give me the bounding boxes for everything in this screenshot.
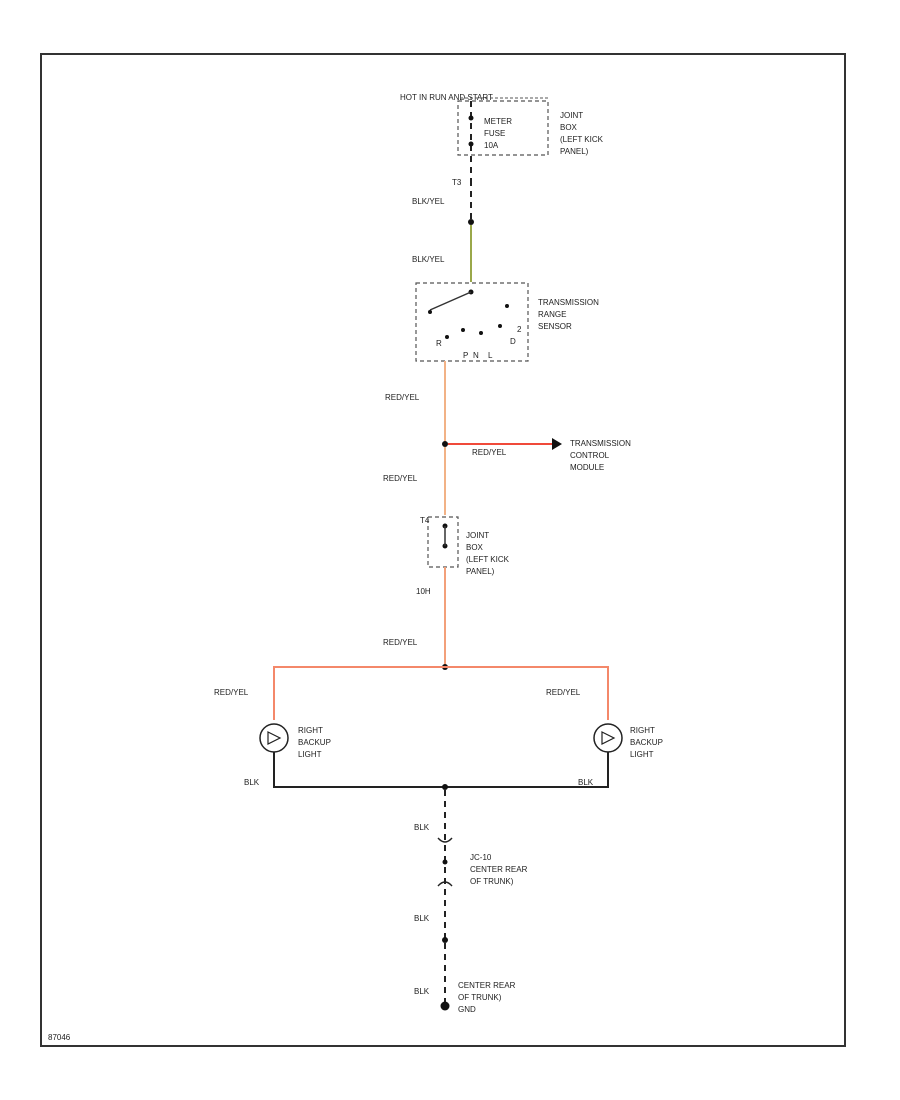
connector-node	[442, 937, 448, 943]
meter-fuse-box	[457, 100, 549, 156]
meter-fuse-label: FUSE	[484, 129, 505, 138]
pin-label-t4: T4	[420, 516, 430, 525]
backup-lamp-icon	[593, 723, 623, 753]
meter-fuse-label: 10A	[484, 141, 499, 150]
transmission-range-sensor-label: SENSOR	[538, 322, 572, 331]
transmission-range-sensor-label: TRANSMISSION	[538, 298, 599, 307]
joint-terminal	[442, 859, 448, 865]
transmission-control-module-label: MODULE	[570, 463, 604, 472]
sensor-position-label: L	[488, 351, 493, 360]
wire-color-label: BLK	[414, 914, 430, 923]
connector-icon	[437, 837, 453, 843]
transmission-control-module-label: TRANSMISSION	[570, 439, 631, 448]
figure-id: 87046	[48, 1033, 71, 1042]
fuse-terminal	[468, 141, 474, 147]
pin-label-10h: 10H	[416, 587, 431, 596]
ground-label: OF TRUNK)	[458, 993, 502, 1002]
joint-box-label: JOINT	[466, 531, 489, 540]
backup-light-label: BACKUP	[298, 738, 331, 747]
meter-fuse-label: METER	[484, 117, 512, 126]
sensor-contact	[479, 331, 483, 335]
backup-light-label: RIGHT	[630, 726, 655, 735]
ground-label: GND	[458, 1005, 476, 1014]
backup-lamp-icon	[601, 731, 616, 745]
splice-node	[442, 441, 448, 447]
transmission-range-sensor-box	[415, 282, 529, 362]
fuse-terminal	[468, 115, 474, 121]
joint-box-label: BOX	[466, 543, 484, 552]
sensor-position-label: N	[473, 351, 479, 360]
red-yel-split-wire	[273, 666, 609, 720]
joint-box-label: (LEFT KICK	[466, 555, 510, 564]
wire-color-label: RED/YEL	[383, 638, 418, 647]
wire-color-label: RED/YEL	[214, 688, 249, 697]
sensor-switch-arm	[429, 291, 472, 311]
pin-label-t3: T3	[452, 178, 462, 187]
diagram-frame	[40, 53, 846, 1047]
joint-box-label: PANEL)	[466, 567, 495, 576]
wire-color-label: RED/YEL	[385, 393, 420, 402]
arrow-right-icon	[552, 438, 562, 450]
joint-box-label: BOX	[560, 123, 578, 132]
sensor-contact	[505, 304, 509, 308]
wire-color-label: RED/YEL	[546, 688, 581, 697]
backup-light-label: LIGHT	[298, 750, 322, 759]
sensor-contact	[461, 328, 465, 332]
backup-light-label: RIGHT	[298, 726, 323, 735]
joint-box-label: (LEFT KICK	[560, 135, 604, 144]
joint-connector-label: OF TRUNK)	[470, 877, 514, 886]
joint-connector-label: JC-10	[470, 853, 492, 862]
backup-light-label: LIGHT	[630, 750, 654, 759]
sensor-position-label: D	[510, 337, 516, 346]
wire-color-label: BLK	[578, 778, 594, 787]
blk-ground-bus	[273, 752, 609, 788]
ground-point-icon	[440, 1001, 450, 1011]
sensor-position-label: P	[463, 351, 468, 360]
wire-color-label: BLK	[244, 778, 260, 787]
hot-in-run-label: HOT IN RUN AND START	[400, 93, 493, 102]
backup-lamp-icon	[267, 731, 282, 745]
connector-node	[468, 219, 474, 225]
sensor-contact	[498, 324, 502, 328]
backup-lamp-icon	[259, 723, 289, 753]
wire-color-label: RED/YEL	[383, 474, 418, 483]
joint-box-label: PANEL)	[560, 147, 589, 156]
sensor-contact	[428, 310, 432, 314]
transmission-control-module-label: CONTROL	[570, 451, 610, 460]
wire-color-label: BLK	[414, 823, 430, 832]
joint-box-label: JOINT	[560, 111, 583, 120]
sensor-position-label: 2	[517, 325, 522, 334]
joint-connector-label: CENTER REAR	[470, 865, 528, 874]
joint-box-mid	[427, 516, 459, 568]
wire-color-label: BLK/YEL	[412, 197, 445, 206]
wire-color-label: BLK/YEL	[412, 255, 445, 264]
wire-color-label: BLK	[414, 987, 430, 996]
ground-label: CENTER REAR	[458, 981, 516, 990]
backup-light-label: BACKUP	[630, 738, 663, 747]
sensor-position-label: R	[436, 339, 442, 348]
splice-node	[442, 784, 448, 790]
connector-icon	[437, 881, 453, 887]
wire-color-label: RED/YEL	[472, 448, 507, 457]
transmission-range-sensor-label: RANGE	[538, 310, 566, 319]
sensor-contact	[445, 335, 449, 339]
